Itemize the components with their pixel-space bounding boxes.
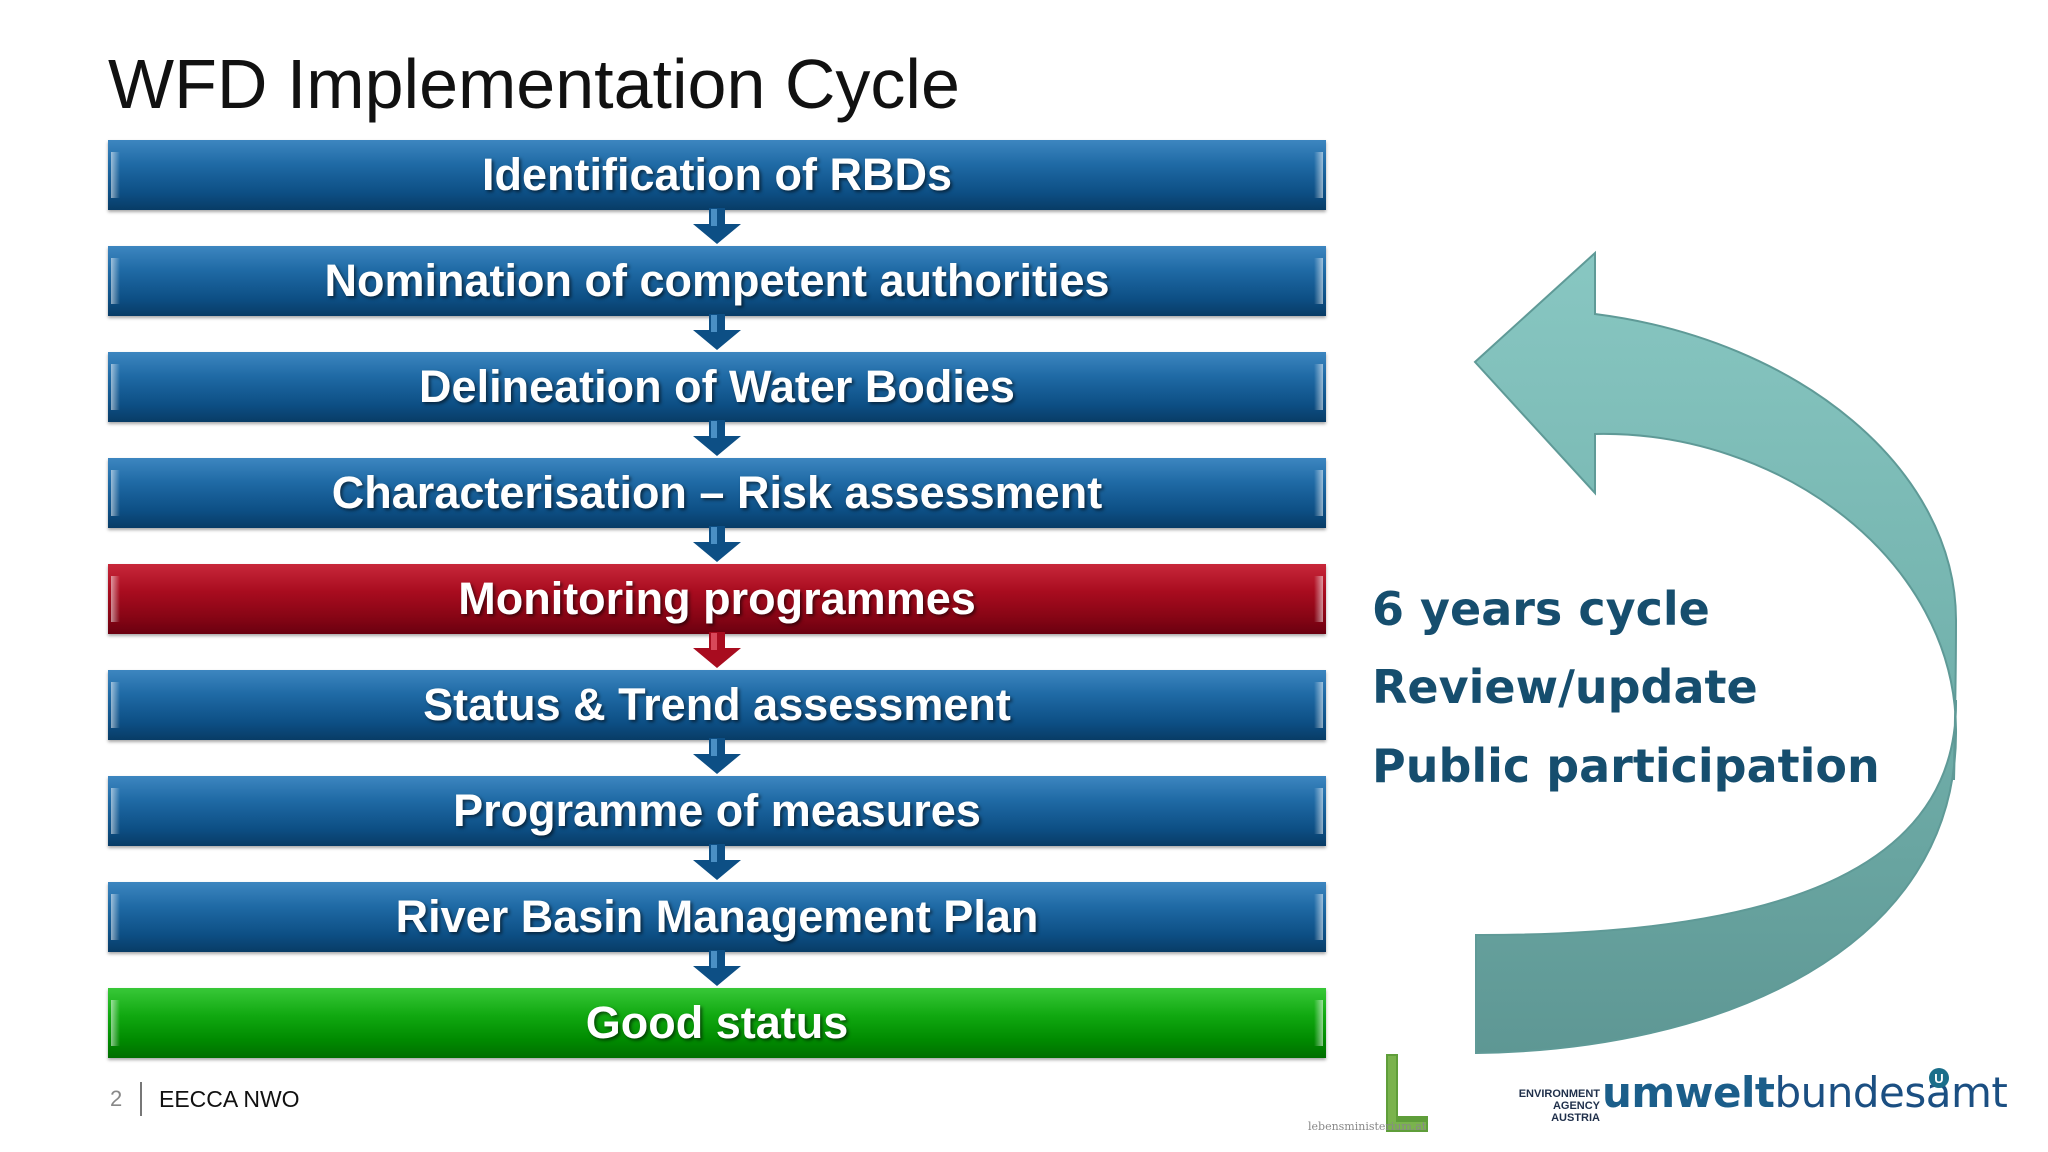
cycle-note-years: 6 years cycle bbox=[1372, 582, 1710, 636]
step-label: Status & Trend assessment bbox=[423, 679, 1011, 730]
step-label: Programme of measures bbox=[453, 785, 981, 836]
step-label: Good status bbox=[585, 997, 849, 1048]
down-arrow-icon bbox=[693, 208, 741, 244]
step-monitoring-programmes: Monitoring programmes bbox=[108, 564, 1326, 634]
step-programme-measures: Programme of measures bbox=[108, 776, 1326, 846]
process-steps: Identification of RBDs Nomination of com… bbox=[108, 140, 1326, 1058]
down-arrow-icon bbox=[693, 526, 741, 562]
step-identification-rbds: Identification of RBDs bbox=[108, 140, 1326, 210]
step-label: Nomination of competent authorities bbox=[324, 255, 1110, 306]
slide-title: WFD Implementation Cycle bbox=[108, 45, 960, 123]
lebensministerium-logo bbox=[1386, 1054, 1428, 1132]
lebensministerium-caption: lebensministerium.at bbox=[1308, 1120, 1427, 1133]
step-characterisation: Characterisation – Risk assessment bbox=[108, 458, 1326, 528]
step-rbmp: River Basin Management Plan bbox=[108, 882, 1326, 952]
agency-small-text: ENVIRONMENT AGENCY AUSTRIA bbox=[1518, 1088, 1600, 1124]
step-label: Identification of RBDs bbox=[482, 149, 952, 200]
step-label: Characterisation – Risk assessment bbox=[331, 467, 1103, 518]
page-number: 2 bbox=[110, 1086, 123, 1111]
step-delineation-water-bodies: Delineation of Water Bodies bbox=[108, 352, 1326, 422]
footer-divider bbox=[140, 1082, 142, 1116]
down-arrow-icon bbox=[693, 420, 741, 456]
step-label: Monitoring programmes bbox=[458, 573, 976, 624]
down-arrow-icon bbox=[693, 632, 741, 668]
step-label: River Basin Management Plan bbox=[395, 891, 1039, 942]
down-arrow-icon bbox=[693, 738, 741, 774]
footer-label: EECCA NWO bbox=[159, 1086, 300, 1112]
agency-logo-text: umweltbundesamt bbox=[1602, 1068, 2008, 1117]
cycle-note-review: Review/update bbox=[1372, 660, 1758, 714]
step-good-status: Good status bbox=[108, 988, 1326, 1058]
down-arrow-icon bbox=[693, 844, 741, 880]
step-label: Delineation of Water Bodies bbox=[419, 361, 1015, 412]
agency-badge-icon: U bbox=[1929, 1068, 1949, 1088]
down-arrow-icon bbox=[693, 950, 741, 986]
step-status-trend: Status & Trend assessment bbox=[108, 670, 1326, 740]
cycle-note-participation: Public participation bbox=[1372, 739, 1880, 793]
down-arrow-icon bbox=[693, 314, 741, 350]
step-competent-authorities: Nomination of competent authorities bbox=[108, 246, 1326, 316]
